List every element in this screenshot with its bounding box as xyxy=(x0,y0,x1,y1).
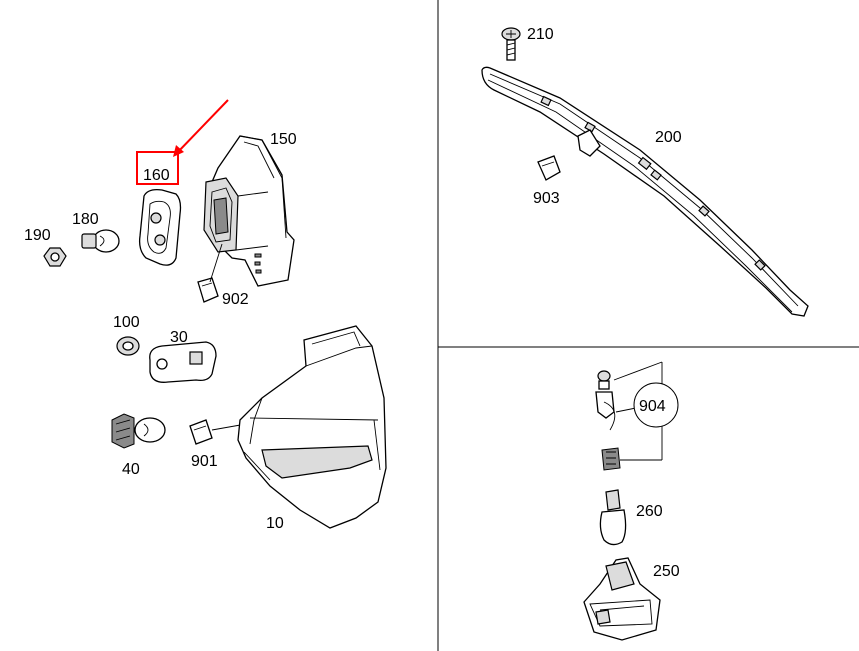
label-901: 901 xyxy=(191,453,218,470)
label-180: 180 xyxy=(72,211,99,228)
part-100-grommet[interactable] xyxy=(116,336,140,356)
label-903: 903 xyxy=(533,190,560,207)
part-260-bulb[interactable] xyxy=(599,489,627,546)
part-150-housing[interactable] xyxy=(203,135,295,287)
label-30: 30 xyxy=(170,329,188,346)
highlight-box-160 xyxy=(136,151,179,185)
label-10: 10 xyxy=(266,515,284,532)
label-210: 210 xyxy=(527,26,554,43)
label-250: 250 xyxy=(653,563,680,580)
label-40: 40 xyxy=(122,461,140,478)
label-160: 160 xyxy=(143,167,170,184)
part-901-connector[interactable] xyxy=(189,419,213,445)
part-30-bracket[interactable] xyxy=(149,341,217,383)
part-210-screw[interactable] xyxy=(501,27,521,61)
part-903-clip[interactable] xyxy=(537,155,561,181)
part-250-plate-lamp[interactable] xyxy=(583,557,661,641)
part-190-nut[interactable] xyxy=(43,247,67,267)
part-10-tail-lamp[interactable] xyxy=(237,325,387,529)
label-100: 100 xyxy=(113,314,140,331)
highlight-arrow xyxy=(175,99,229,155)
part-902-connector[interactable] xyxy=(197,277,219,303)
label-150: 150 xyxy=(270,131,297,148)
leader-904-a xyxy=(613,361,663,381)
part-40-socket[interactable] xyxy=(111,413,166,449)
leader-902 xyxy=(209,243,223,283)
callout-circle-904 xyxy=(633,382,679,428)
highlight-arrowhead xyxy=(173,145,184,157)
label-260: 260 xyxy=(636,503,663,520)
part-160-gasket[interactable] xyxy=(138,188,182,266)
label-190: 190 xyxy=(24,227,51,244)
part-180-bulb[interactable] xyxy=(81,229,120,253)
part-904-wiring-set[interactable] xyxy=(595,370,621,471)
label-904: 904 xyxy=(639,398,666,415)
part-200-trim-strip[interactable] xyxy=(481,66,809,317)
label-902: 902 xyxy=(222,291,249,308)
leader-904-c xyxy=(615,407,637,413)
label-200: 200 xyxy=(655,129,682,146)
